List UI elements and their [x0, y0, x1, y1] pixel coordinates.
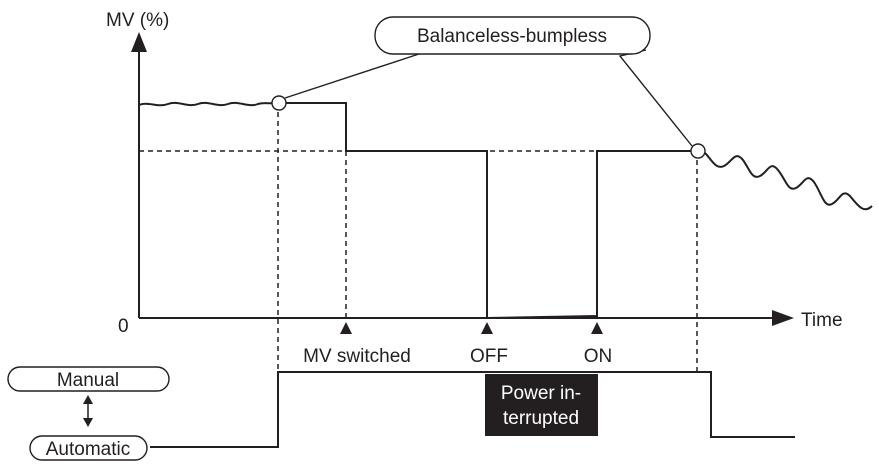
- callout-pointer-right: [618, 49, 693, 147]
- arrow-up-icon: [83, 395, 93, 404]
- power-interrupted-box: [485, 374, 598, 436]
- manual-label: Manual: [57, 370, 119, 391]
- y-axis-label: MV (%): [106, 10, 169, 31]
- mv-wavy-after: [704, 152, 873, 211]
- power-interrupted-line2: terrupted: [503, 408, 579, 429]
- arrow-down-icon: [83, 418, 93, 427]
- automatic-pill: [29, 435, 148, 461]
- x-axis-label: Time: [801, 310, 843, 331]
- bumpless-point-circle-right: [690, 143, 706, 159]
- mv-switched-label: MV switched: [303, 346, 411, 367]
- origin-label: 0: [118, 316, 129, 337]
- off-marker-icon: [481, 322, 493, 334]
- off-label: OFF: [470, 346, 508, 367]
- mv-switched-marker-icon: [340, 322, 352, 334]
- bumpless-point-circle-left: [271, 95, 287, 111]
- on-marker-icon: [591, 322, 603, 334]
- mv-wavy-before: [138, 101, 275, 107]
- manual-pill: [7, 366, 170, 392]
- power-interrupted-line1: Power in-: [501, 383, 581, 404]
- mv-step-trace: [285, 102, 691, 320]
- automatic-label: Automatic: [46, 439, 130, 460]
- x-axis-arrow-icon: [772, 310, 794, 326]
- mode-trace: [150, 371, 795, 448]
- callout-label: Balanceless-bumpless: [417, 26, 607, 47]
- on-label: ON: [584, 346, 613, 367]
- y-axis-arrow-icon: [131, 32, 147, 52]
- callout-box: [374, 16, 651, 55]
- callout-pointer-left: [284, 51, 426, 99]
